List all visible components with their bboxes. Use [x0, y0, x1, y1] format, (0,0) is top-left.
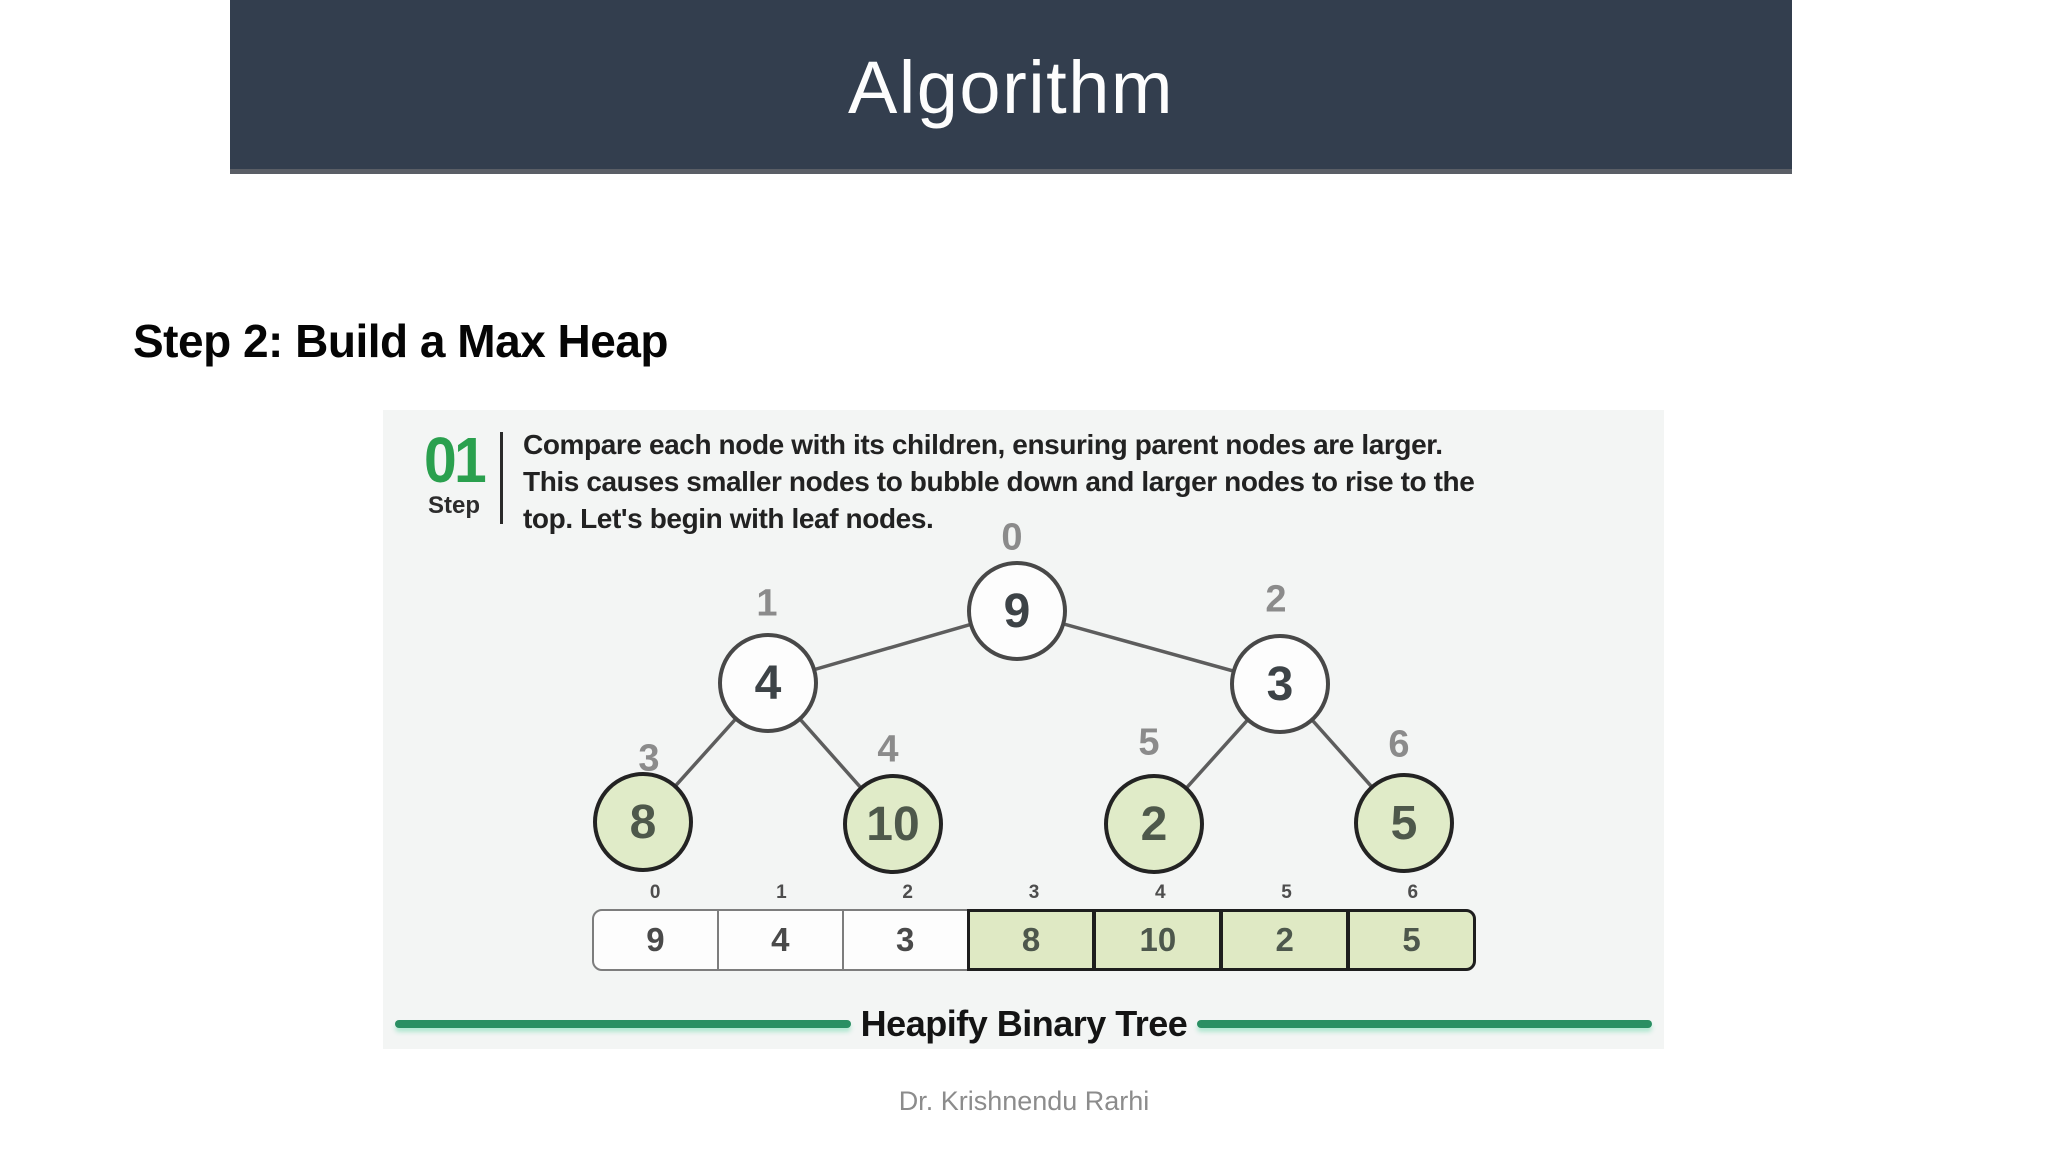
figure-caption-row: Heapify Binary Tree: [383, 1002, 1664, 1046]
array-index-label: 3: [1028, 882, 1040, 903]
caption-line-left: [394, 1020, 851, 1028]
array-cell-2: 3: [841, 909, 969, 971]
slide-title: Algorithm: [847, 46, 1175, 129]
step-number: 01: [424, 424, 487, 496]
step-divider: [500, 432, 503, 524]
tree-node-index-1: 1: [756, 582, 778, 625]
array-index-label: 4: [1154, 882, 1166, 903]
tree-node-6: 5: [1354, 773, 1454, 873]
description-line: This causes smaller nodes to bubble down…: [523, 466, 1475, 497]
step-description: Compare each node with its children, ens…: [523, 426, 1613, 537]
array-cell-3: 8: [966, 909, 1096, 971]
array-index-label: 0: [649, 882, 661, 903]
tree-node-index-5: 5: [1138, 721, 1160, 764]
tree-node-index-2: 2: [1265, 578, 1287, 621]
tree-node-index-6: 6: [1388, 723, 1410, 766]
array-cell-0: 9: [592, 909, 719, 971]
array-index-label: 2: [902, 882, 913, 903]
tree-node-2: 3: [1230, 634, 1330, 734]
tree-node-5: 2: [1104, 774, 1204, 874]
header-bar: Algorithm: [230, 0, 1792, 174]
array-cell-6: 5: [1347, 909, 1477, 971]
heapify-figure: 01 Step Compare each node with its child…: [383, 410, 1664, 1049]
tree-node-1: 4: [718, 633, 818, 733]
array-index-row: 0 1 2 3 4 5 6: [592, 882, 1476, 904]
step-label: Step: [427, 492, 480, 519]
array-index-label: 6: [1407, 882, 1419, 903]
tree-node-0: 9: [967, 561, 1067, 661]
step-badge: 01 Step: [411, 424, 497, 520]
tree-node-index-4: 4: [877, 728, 899, 771]
caption-line-right: [1197, 1020, 1653, 1028]
description-line: Compare each node with its children, ens…: [523, 429, 1443, 460]
tree-node-index-0: 0: [1001, 516, 1023, 559]
array-cell-5: 2: [1220, 909, 1350, 971]
array-index-label: 5: [1281, 882, 1292, 903]
author-credit: Dr. Krishnendu Rarhi: [898, 1086, 1150, 1116]
description-line: top. Let's begin with leaf nodes.: [523, 503, 934, 534]
tree-node-3: 8: [593, 772, 693, 872]
array-cell-4: 10: [1093, 909, 1223, 971]
tree-node-4: 10: [843, 774, 943, 874]
array-index-label: 1: [776, 882, 787, 903]
tree-node-index-3: 3: [638, 737, 660, 780]
step-heading: Step 2: Build a Max Heap: [133, 315, 669, 367]
array-cell-1: 4: [716, 909, 844, 971]
figure-caption: Heapify Binary Tree: [860, 1003, 1188, 1044]
